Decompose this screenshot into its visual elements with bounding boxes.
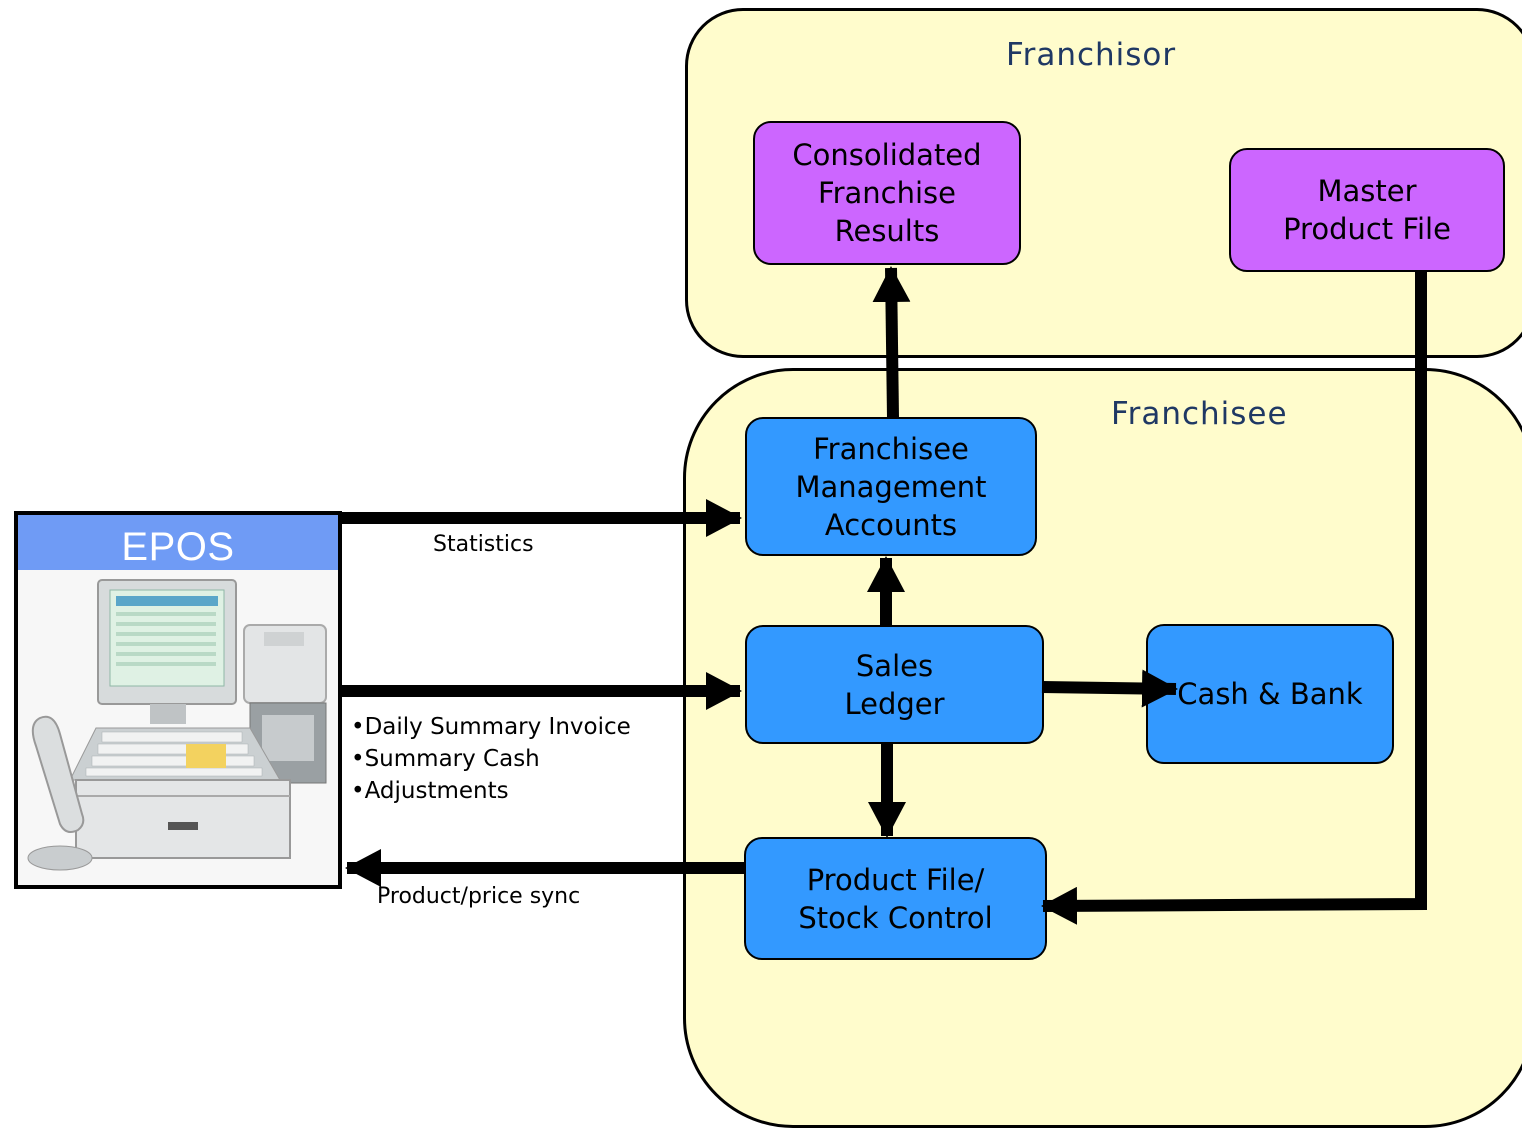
consolidated-franchise-results-label: Consolidated Franchise Results — [792, 138, 982, 248]
master-product-file-box[interactable]: Master Product File — [1229, 148, 1505, 272]
franchisee-title: Franchisee — [1111, 396, 1288, 432]
franchisor-title: Franchisor — [1006, 37, 1177, 73]
franchisee-management-accounts-box[interactable]: Franchisee Management Accounts — [745, 417, 1037, 556]
cash-bank-box[interactable]: Cash & Bank — [1146, 624, 1394, 764]
cash-bank-label: Cash & Bank — [1177, 677, 1363, 711]
epos-panel[interactable]: EPOS — [14, 511, 342, 889]
consolidated-franchise-results-box[interactable]: Consolidated Franchise Results — [753, 121, 1021, 265]
product-file-stock-control-box[interactable]: Product File/ Stock Control — [744, 837, 1047, 960]
sales-flow-item: Daily Summary Invoice — [351, 711, 631, 743]
sales-ledger-box[interactable]: Sales Ledger — [745, 625, 1044, 744]
arrow-to-consolidated — [872, 266, 911, 419]
sales-ledger-label: Sales Ledger — [844, 648, 945, 721]
epos-terminal-icon — [27, 579, 327, 871]
sales-flow-item: Summary Cash — [351, 743, 631, 775]
statistics-label: Statistics — [433, 532, 534, 557]
sales-flow-items: Daily Summary Invoice Summary Cash Adjus… — [351, 711, 631, 807]
arrow-to-cash-bank — [1041, 669, 1178, 708]
product-price-sync-label: Product/price sync — [377, 884, 581, 909]
product-file-stock-control-label: Product File/ Stock Control — [798, 862, 993, 935]
arrow-master-to-product-file — [1041, 271, 1427, 925]
epos-title: EPOS — [18, 515, 338, 570]
sales-flow-item: Adjustments — [351, 775, 631, 807]
master-product-file-label: Master Product File — [1283, 174, 1451, 246]
franchisee-management-accounts-label: Franchisee Management Accounts — [795, 431, 987, 542]
